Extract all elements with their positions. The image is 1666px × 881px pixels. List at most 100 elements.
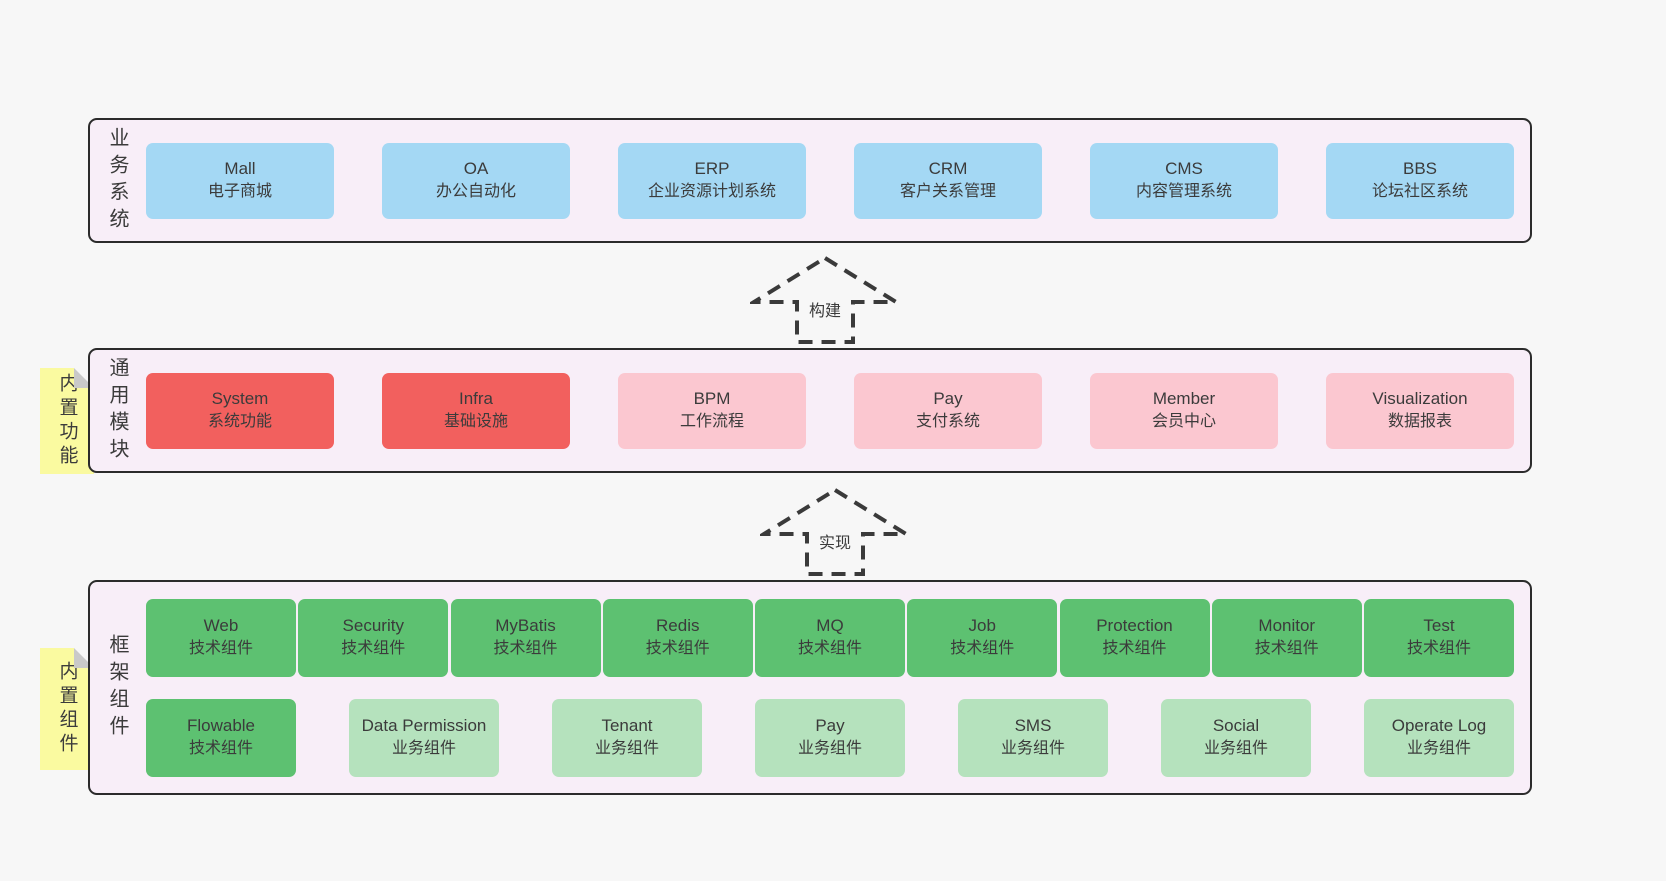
box-desc: 支付系统 [915, 413, 980, 431]
box-desc: 技术组件 [950, 640, 1015, 658]
box-sms: SMS 业务组件 [958, 698, 1108, 777]
box-name: Infra [458, 389, 494, 409]
box-member: Member 会员中心 [1090, 372, 1278, 449]
box-name: Member [1152, 389, 1216, 409]
box-redis: Redis 技术组件 [602, 598, 753, 677]
box-name: Pay [815, 716, 845, 736]
box-job: Job 技术组件 [907, 598, 1058, 677]
box-desc: 业务组件 [391, 740, 456, 758]
box-desc: 数据报表 [1387, 413, 1452, 431]
box-name: CMS [1165, 159, 1203, 179]
box-test: Test 技术组件 [1364, 598, 1514, 677]
box-name: OA [463, 159, 489, 179]
box-name: ERP [694, 159, 730, 179]
box-desc: 技术组件 [1102, 640, 1167, 658]
arrow-build: 构建 [750, 254, 900, 346]
band-label: 框架组件 [106, 633, 128, 742]
up-arrow-icon [760, 487, 910, 576]
arrow-implement: 实现 [760, 486, 910, 578]
box-name: Protection [1096, 616, 1173, 636]
band-box-row: Mall 电子商城 OA 办公自动化 ERP 企业资源计划系统 CRM 客户关系… [146, 120, 1514, 241]
box-name: Redis [656, 616, 700, 636]
box-name: Flowable [186, 716, 256, 736]
box-name: Social [1212, 716, 1260, 736]
box-name: Tenant [601, 716, 653, 736]
box-desc: 技术组件 [341, 640, 406, 658]
box-operate-log: Operate Log 业务组件 [1364, 698, 1514, 777]
box-desc: 技术组件 [797, 640, 862, 658]
box-web: Web 技术组件 [146, 598, 296, 677]
box-desc: 技术组件 [1406, 640, 1471, 658]
box-name: MQ [816, 616, 844, 636]
box-desc: 技术组件 [1254, 640, 1319, 658]
box-desc: 技术组件 [188, 740, 253, 758]
band-label: 业务系统 [106, 126, 128, 235]
band-business-systems: 业务系统 Mall 电子商城 OA 办公自动化 ERP 企业资源计划系统 CRM… [88, 118, 1532, 243]
box-name: Job [968, 616, 996, 636]
box-mall: Mall 电子商城 [146, 142, 334, 219]
box-desc: 业务组件 [594, 740, 659, 758]
box-name: Test [1423, 616, 1455, 636]
box-monitor: Monitor 技术组件 [1211, 598, 1362, 677]
band-box-grid: Web 技术组件 Security 技术组件 MyBatis 技术组件 Redi… [146, 582, 1514, 793]
box-mybatis: MyBatis 技术组件 [450, 598, 601, 677]
box-pay-module: Pay 支付系统 [854, 372, 1042, 449]
box-security: Security 技术组件 [298, 598, 449, 677]
box-visualization: Visualization 数据报表 [1326, 372, 1514, 449]
box-name: Mall [224, 159, 256, 179]
band-box-row: System 系统功能 Infra 基础设施 BPM 工作流程 Pay 支付系统… [146, 350, 1514, 471]
box-bbs: BBS 论坛社区系统 [1326, 142, 1514, 219]
box-desc: 技术组件 [188, 640, 253, 658]
box-mq: MQ 技术组件 [755, 598, 905, 677]
box-flowable: Flowable 技术组件 [146, 698, 296, 777]
box-oa: OA 办公自动化 [382, 142, 570, 219]
box-name: Security [342, 616, 404, 636]
box-desc: 基础设施 [443, 413, 508, 431]
box-cms: CMS 内容管理系统 [1090, 142, 1278, 219]
box-desc: 工作流程 [679, 413, 744, 431]
box-infra: Infra 基础设施 [382, 372, 570, 449]
box-name: Web [203, 616, 239, 636]
box-tenant: Tenant 业务组件 [552, 698, 702, 777]
box-name: BPM [693, 389, 731, 409]
arrow-label: 构建 [803, 296, 847, 322]
up-arrow-icon [750, 255, 900, 344]
box-desc: 电子商城 [207, 183, 272, 201]
sticky-note-label: 内置功能 [56, 373, 78, 469]
box-desc: 系统功能 [207, 413, 272, 431]
box-name: SMS [1014, 716, 1052, 736]
box-name: System [211, 389, 269, 409]
box-data-permission: Data Permission 业务组件 [349, 698, 499, 777]
box-desc: 业务组件 [1406, 740, 1471, 758]
box-system: System 系统功能 [146, 372, 334, 449]
box-pay-component: Pay 业务组件 [755, 698, 905, 777]
box-desc: 论坛社区系统 [1371, 183, 1468, 201]
sticky-note-built-in-components: 内置组件 [40, 648, 94, 770]
sticky-note-built-in-features: 内置功能 [40, 368, 94, 474]
box-social: Social 业务组件 [1161, 698, 1311, 777]
box-desc: 会员中心 [1151, 413, 1216, 431]
box-name: Monitor [1258, 616, 1316, 636]
box-desc: 客户关系管理 [899, 183, 996, 201]
box-desc: 企业资源计划系统 [647, 183, 776, 201]
box-desc: 内容管理系统 [1135, 183, 1232, 201]
box-name: Operate Log [1391, 716, 1487, 736]
box-desc: 业务组件 [797, 740, 862, 758]
box-name: CRM [928, 159, 968, 179]
band-label: 通用模块 [106, 356, 128, 465]
box-desc: 技术组件 [493, 640, 558, 658]
box-name: BBS [1402, 159, 1438, 179]
band-common-modules: 通用模块 System 系统功能 Infra 基础设施 BPM 工作流程 Pay… [88, 348, 1532, 473]
box-protection: Protection 技术组件 [1059, 598, 1210, 677]
box-desc: 业务组件 [1000, 740, 1065, 758]
box-desc: 办公自动化 [435, 183, 516, 201]
box-desc: 业务组件 [1203, 740, 1268, 758]
box-name: MyBatis [495, 616, 556, 636]
box-crm: CRM 客户关系管理 [854, 142, 1042, 219]
box-name: Pay [933, 389, 963, 409]
sticky-note-label: 内置组件 [56, 661, 78, 757]
box-name: Visualization [1372, 389, 1468, 409]
box-bpm: BPM 工作流程 [618, 372, 806, 449]
box-name: Data Permission [361, 716, 487, 736]
arrow-label: 实现 [813, 528, 857, 554]
